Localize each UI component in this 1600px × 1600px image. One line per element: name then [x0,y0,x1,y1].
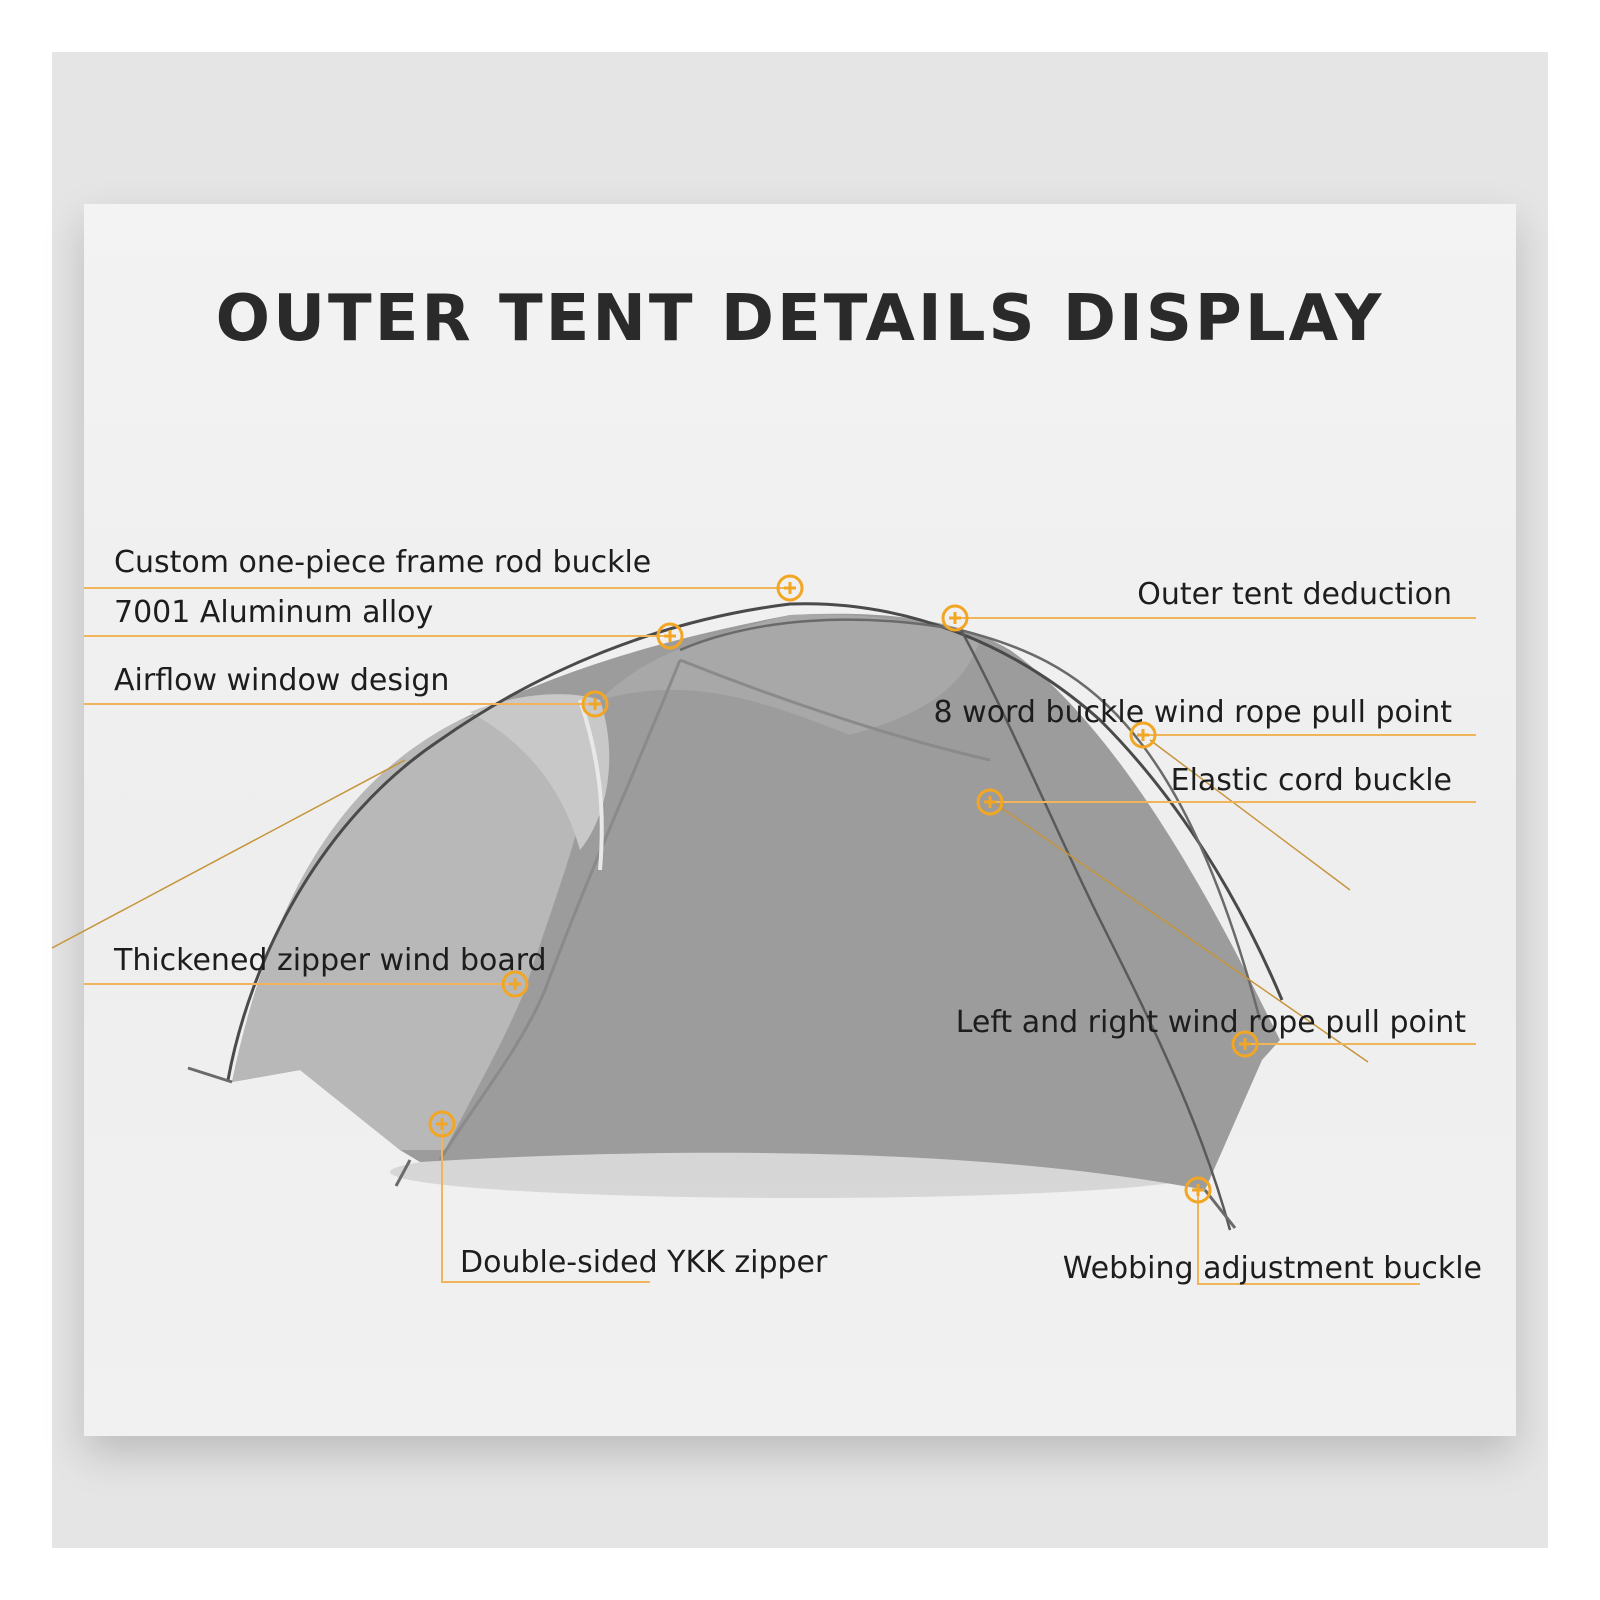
crosshair-marker-icon [941,604,969,632]
label-ykk-zipper: Double-sided YKK zipper [460,1245,828,1280]
crosshair-marker-icon [1184,1176,1212,1204]
crosshair-marker-icon [976,788,1004,816]
label-frame-rod-buckle: Custom one-piece frame rod buckle [114,545,652,580]
leader-webbing [1197,1190,1420,1285]
crosshair-marker-icon [581,690,609,718]
markers [428,574,1259,1204]
crosshair-marker-icon [776,574,804,602]
guy-rope-right-1 [989,799,1369,1063]
stake-front [394,1159,412,1187]
tent-pole-rear [958,627,1232,1231]
stake-right [1203,1189,1237,1229]
stake-left [187,1066,233,1084]
label-left-right-pull-point: Left and right wind rope pull point [955,1005,1466,1040]
label-aluminum-alloy: 7001 Aluminum alloy [114,595,434,630]
guy-rope-left [51,759,406,949]
crosshair-marker-icon [501,970,529,998]
label-webbing-buckle: Webbing adjustment buckle [1062,1251,1482,1286]
airflow-window-panel [470,694,610,850]
label-elastic-cord-buckle: Elastic cord buckle [1170,763,1452,798]
guy-rope-right-2 [1149,739,1351,891]
leader-lines [84,587,1476,1285]
tent-pole-cross [679,618,1262,1021]
crosshair-marker-icon [1129,721,1157,749]
crosshair-marker-icon [428,1110,456,1138]
tent-seam-right [679,658,991,762]
label-zipper-wind-board: Thickened zipper wind board [114,943,547,978]
leader-ykk [441,1124,650,1283]
tent-window-edge [578,699,604,871]
tent-pole-main [226,602,1284,1081]
crosshair-marker-icon [1231,1030,1259,1058]
label-outer-tent-deduction: Outer tent deduction [1137,577,1452,612]
tent-seam-left [438,659,682,1161]
label-word-buckle-pull-point: 8 word buckle wind rope pull point [933,695,1452,730]
page-title: OUTER TENT DETAILS DISPLAY [215,282,1385,356]
crosshair-marker-icon [656,622,684,650]
label-airflow-window: Airflow window design [114,663,450,698]
tent-door-panel [232,698,596,1150]
